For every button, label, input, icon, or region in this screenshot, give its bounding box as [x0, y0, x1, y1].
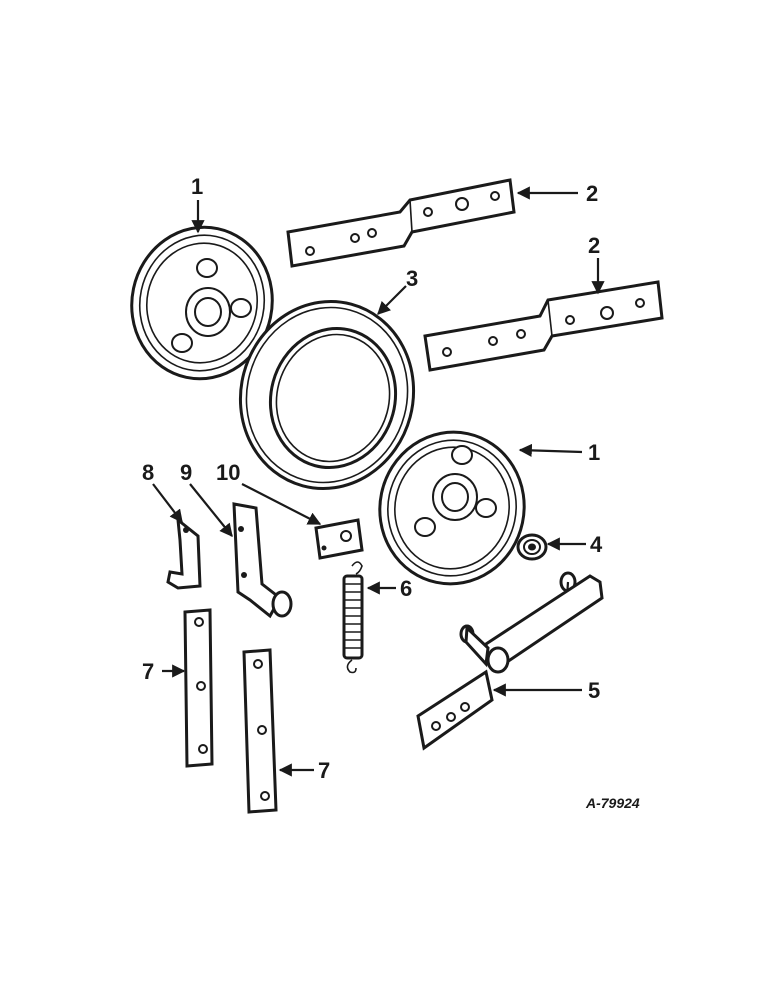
label-arm: 5 [588, 678, 600, 703]
strap-part-7-left [183, 608, 214, 768]
label-bar-top: 2 [586, 181, 598, 206]
label-plate-10: 10 [216, 460, 240, 485]
leader-3 [377, 285, 407, 315]
bar-part-2-top [286, 178, 516, 268]
arm-part-5 [416, 571, 604, 751]
label-strap-left: 7 [142, 659, 154, 684]
label-bearing: 4 [590, 532, 603, 557]
label-strap-right: 7 [318, 758, 330, 783]
figure-code: A-79924 [585, 795, 640, 811]
leader-lines [152, 186, 605, 777]
label-tire: 3 [406, 266, 418, 291]
label-spring: 6 [400, 576, 412, 601]
spring-part-6 [342, 561, 364, 674]
label-bracket-8: 8 [142, 460, 154, 485]
label-bar-mid: 2 [588, 233, 600, 258]
plate-part-10 [314, 518, 364, 560]
label-wheel-bottom: 1 [588, 440, 600, 465]
leader-10 [241, 483, 322, 525]
leader-8 [152, 483, 183, 524]
label-bracket-9: 9 [180, 460, 192, 485]
leader-1-bottom [518, 443, 583, 457]
bar-part-2-middle [423, 280, 664, 372]
wheel-part-1-top [130, 225, 274, 381]
bracket-part-8 [166, 516, 202, 590]
callout-labels: 1 2 2 3 1 4 5 6 7 7 8 9 10 A-79924 [142, 174, 640, 811]
bracket-part-9 [232, 502, 293, 619]
leader-9 [189, 483, 233, 538]
wheel-part-1-bottom [378, 430, 526, 586]
label-wheel-top: 1 [191, 174, 203, 199]
bearing-part-4 [516, 533, 548, 561]
strap-part-7-right [242, 648, 278, 814]
tire-part-3 [238, 300, 416, 490]
